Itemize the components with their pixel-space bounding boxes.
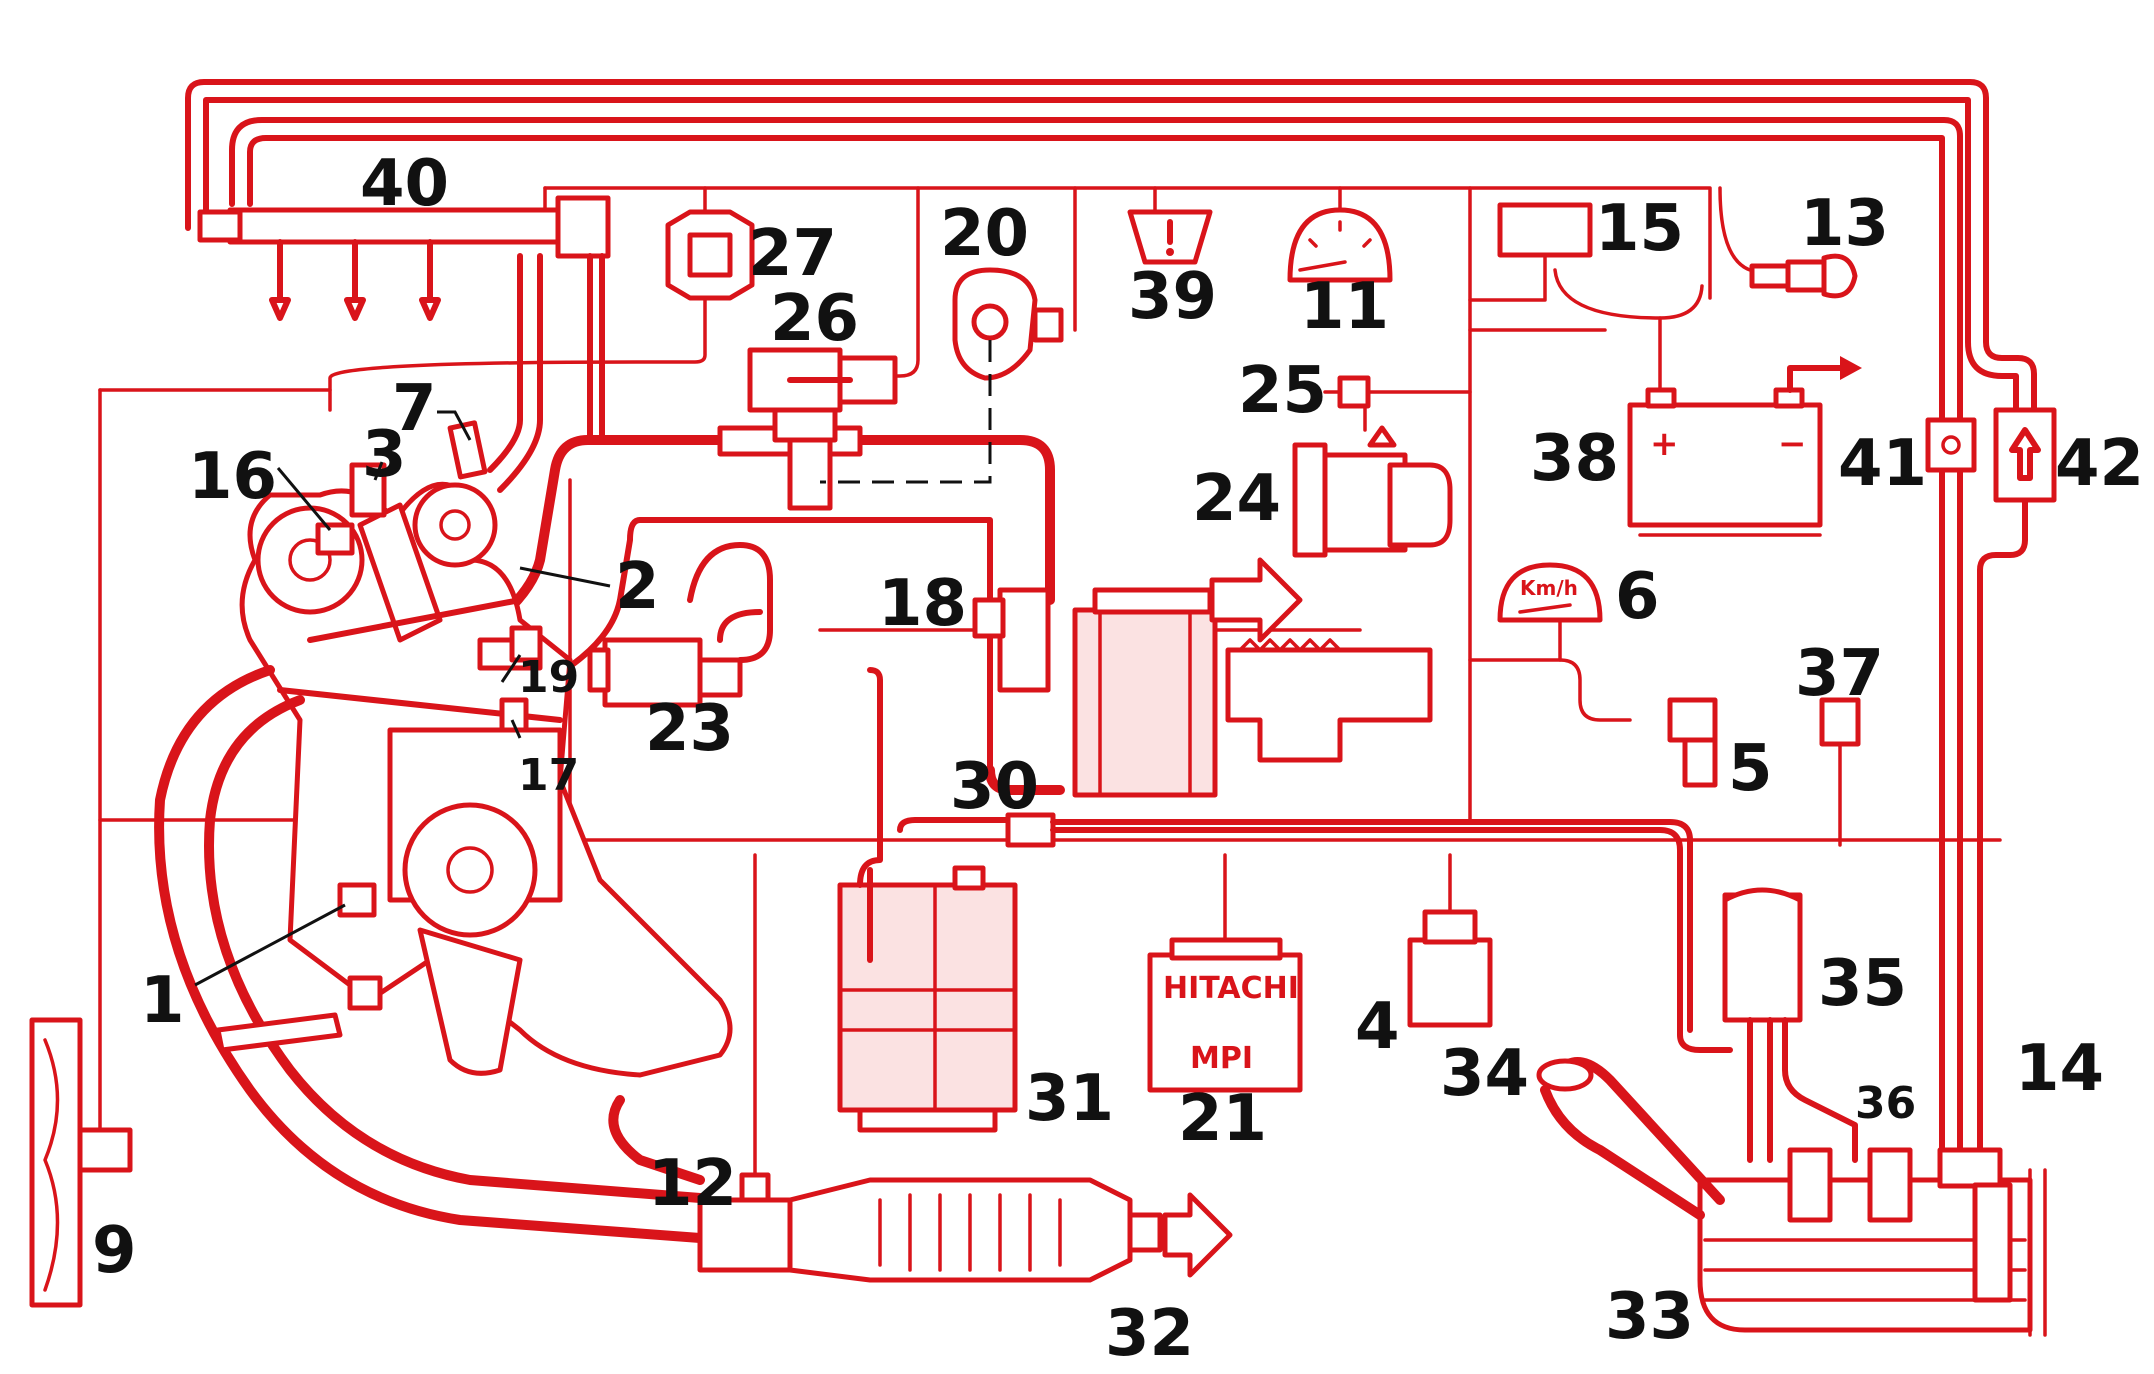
- fuel-pump: [1722, 887, 1858, 1163]
- catalytic-converter: [697, 1177, 1233, 1283]
- label-11: 11: [1300, 270, 1389, 344]
- ignition-switch: [1749, 253, 1858, 299]
- label-12: 12: [648, 1147, 737, 1221]
- label-33: 33: [1605, 1280, 1694, 1354]
- sensor-37: [1819, 697, 1861, 747]
- ecu-system: MPI: [1190, 1041, 1253, 1076]
- label-20: 20: [940, 197, 1029, 271]
- label-4: 4: [1355, 990, 1400, 1064]
- connector-30: [897, 812, 1733, 1053]
- label-15: 15: [1595, 192, 1684, 266]
- label-6: 6: [1615, 560, 1660, 634]
- ignition-module: [1407, 909, 1493, 1028]
- label-2: 2: [615, 550, 660, 624]
- label-41: 41: [1838, 427, 1927, 501]
- part-number-labels: 1 2 3 4 5 6 7 9 11 12 13 14 15 16 17 18 …: [92, 147, 2144, 1371]
- label-16: 16: [188, 440, 277, 514]
- ac-compressor: [1292, 425, 1453, 558]
- label-21: 21: [1178, 1082, 1267, 1156]
- battery-plus-sign: +: [1650, 424, 1679, 464]
- radiator-fan: [29, 1017, 133, 1308]
- label-19: 19: [518, 652, 579, 703]
- engine-sensors: [315, 420, 543, 918]
- label-5: 5: [1728, 732, 1773, 806]
- tachometer: [1287, 207, 1393, 283]
- speed-unit-label: Km/h: [1520, 576, 1578, 600]
- label-39: 39: [1128, 260, 1217, 334]
- fuel-tank: [1697, 1147, 2047, 1337]
- label-9: 9: [92, 1214, 137, 1288]
- label-3: 3: [362, 418, 407, 492]
- air-cleaner: [985, 557, 1433, 798]
- label-26: 26: [770, 282, 859, 356]
- label-23: 23: [645, 692, 734, 766]
- relay-box: [1497, 202, 1593, 258]
- label-1: 1: [140, 964, 185, 1038]
- battery-minus-sign: −: [1778, 424, 1807, 464]
- label-18: 18: [878, 567, 967, 641]
- warning-lamp: [1127, 209, 1213, 265]
- fuel-lines: [185, 79, 2037, 1193]
- label-7: 7: [392, 372, 437, 446]
- label-37: 37: [1795, 637, 1884, 711]
- label-24: 24: [1192, 462, 1281, 536]
- label-40: 40: [360, 147, 449, 221]
- label-42: 42: [2055, 427, 2144, 501]
- label-36: 36: [1855, 1078, 1916, 1129]
- fuel-rail: [197, 195, 611, 493]
- label-14: 14: [2015, 1032, 2104, 1106]
- label-31: 31: [1025, 1062, 1114, 1136]
- label-35: 35: [1818, 947, 1907, 1021]
- label-17: 17: [518, 750, 579, 801]
- check-valve: [1993, 407, 2057, 503]
- label-27: 27: [748, 217, 837, 291]
- leader-lines: [194, 410, 611, 987]
- label-13: 13: [1800, 187, 1889, 261]
- label-34: 34: [1440, 1037, 1529, 1111]
- ecu-brand: HITACHI: [1163, 971, 1299, 1006]
- ecu: HITACHI MPI: [1147, 937, 1303, 1093]
- battery: + −: [1627, 356, 1862, 537]
- filler-neck: [1536, 1057, 1725, 1220]
- throttle-position-sensor: [820, 267, 1064, 484]
- engine: [239, 481, 733, 1078]
- label-30: 30: [950, 750, 1039, 824]
- exhaust-pipe: [154, 665, 705, 1243]
- airflow-meter: [972, 587, 1051, 693]
- label-25: 25: [1238, 354, 1327, 428]
- speedometer: Km/h: [1497, 562, 1603, 623]
- label-32: 32: [1105, 1297, 1194, 1371]
- vehicle-speed-sensor: [1667, 697, 1718, 788]
- connector-25: [1337, 375, 1371, 409]
- main-relay: [665, 209, 755, 301]
- charcoal-canister: [837, 667, 1018, 1133]
- pressure-regulator: [587, 542, 773, 708]
- idle-speed-actuator: [747, 347, 898, 443]
- fuel-filter: [1925, 417, 1977, 473]
- label-38: 38: [1530, 422, 1619, 496]
